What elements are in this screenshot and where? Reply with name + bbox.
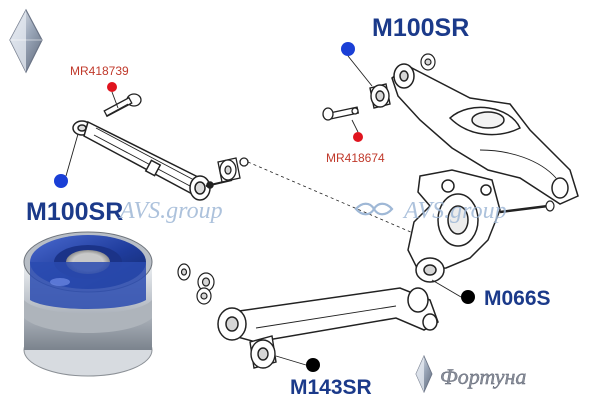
diamond-logo-icon: [415, 354, 433, 394]
leader-lines: [65, 55, 462, 366]
washer-stack: [177, 263, 215, 305]
label-m100sr-left: M100SR: [26, 198, 123, 226]
watermark-right: AVS.group: [402, 198, 507, 224]
marker-black-m143sr: [306, 358, 320, 372]
label-mr418739: MR418739: [70, 64, 129, 78]
bushing-photo: [23, 231, 153, 377]
brand-name: Фортуна: [440, 364, 526, 389]
marker-black-m066s: [461, 290, 475, 304]
upper-arm-bushing: [369, 83, 391, 109]
marker-blue-top-right: [341, 42, 355, 56]
center-bushing: [217, 157, 421, 237]
bolt-right: [499, 200, 555, 214]
upper-lateral-link: [72, 120, 233, 201]
knuckle-assembly: [407, 169, 501, 283]
lower-control-arm: [217, 287, 439, 343]
marker-red-mr418739: [107, 82, 117, 92]
diamond-logo-icon: [9, 8, 43, 74]
bolt-mr418674: [322, 106, 360, 121]
bolt-mr418739: [103, 93, 142, 118]
upper-control-arm: [391, 63, 579, 205]
lower-arm-bushing: [249, 335, 277, 369]
infinity-icon: [354, 202, 394, 216]
label-m100sr-top: M100SR: [372, 14, 469, 42]
label-m066s: M066S: [484, 287, 551, 310]
marker-blue-left: [54, 174, 68, 188]
watermark-left: AVS.group: [118, 198, 223, 224]
washer-top-right: [420, 53, 436, 71]
label-m143sr: M143SR: [290, 376, 372, 399]
marker-red-mr418674: [353, 132, 363, 142]
label-mr418674: MR418674: [326, 151, 385, 165]
